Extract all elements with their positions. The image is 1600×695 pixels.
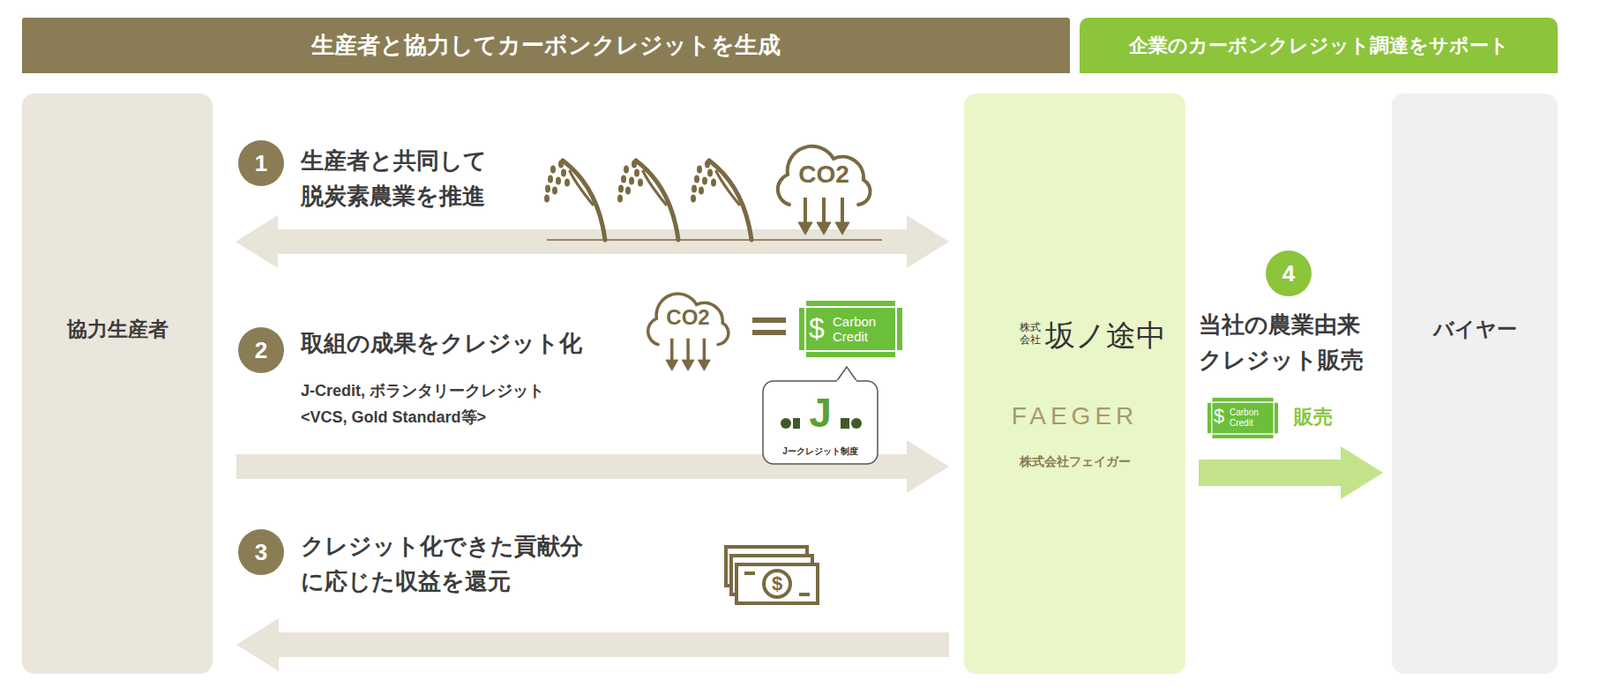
step-text: 生産者と共同して 脱炭素農業を推進	[300, 142, 504, 214]
credit-types: J-Credit, ボランタリークレジット <VCS, Gold Standar…	[300, 377, 576, 431]
rice-icon	[690, 160, 752, 241]
callout-pointer	[836, 366, 858, 382]
step-text: 取組の成果をクレジット化	[300, 325, 583, 361]
band-arrow	[236, 440, 950, 494]
callout-number: 2	[238, 327, 285, 374]
logo-caption: Jークレジット制度	[763, 445, 877, 458]
ground-line	[546, 239, 883, 241]
co2-cloud-icon	[777, 146, 871, 235]
band-title: 生産者と協力してカーボンクレジットを生成	[22, 17, 1070, 74]
callout-number: 1	[238, 140, 285, 187]
equals-sign	[752, 329, 786, 336]
badge-text: Carbon Credit	[832, 314, 891, 344]
callout-number: 4	[1265, 250, 1312, 297]
jcredit-logo-box	[762, 381, 878, 464]
band-arrow	[236, 618, 950, 672]
header-band: 生産者と協力してカーボンクレジットを生成	[22, 17, 1070, 74]
brand-name: FAEGER	[964, 402, 1186, 431]
money-icon	[725, 546, 818, 604]
panel-title: バイヤー	[1391, 315, 1558, 344]
company-name: 坂ノ途中	[1045, 315, 1167, 355]
band-title: 企業のカーボンクレジット調達をサポート	[1079, 17, 1558, 74]
buyer-panel: バイヤー	[1391, 93, 1558, 674]
company-name: 株式会社フェイガー	[964, 454, 1186, 471]
credit-badge	[1207, 397, 1279, 439]
producer-panel: 協力生産者	[22, 93, 213, 674]
logo-letter: J	[763, 389, 877, 436]
rice-icon	[617, 160, 679, 241]
credit-badge	[799, 300, 903, 358]
rice-icon	[544, 160, 606, 241]
badge-text: Carbon Credit	[1229, 407, 1272, 429]
icon-text: CO2	[770, 159, 877, 190]
company-form: 株式会社	[1019, 321, 1043, 347]
icon-text: CO2	[642, 304, 734, 331]
header-band: 企業のカーボンクレジット調達をサポート	[1079, 17, 1558, 74]
equals-sign	[752, 317, 786, 323]
band-arrow	[1198, 446, 1384, 500]
currency-symbol: $	[763, 571, 791, 597]
callout-number: 3	[238, 529, 285, 576]
action-label: 販売	[1293, 404, 1333, 430]
currency-symbol: $	[803, 311, 830, 345]
step-text: 当社の農業由来 クレジット販売	[1198, 306, 1376, 378]
currency-symbol: $	[1210, 403, 1228, 429]
panel-title: 協力生産者	[22, 315, 213, 344]
company-panel: 株式会社坂ノ途中 FAEGER 株式会社フェイガー	[964, 93, 1186, 674]
step-text: クレジット化できた貢献分 に応じた収益を還元	[300, 528, 592, 599]
